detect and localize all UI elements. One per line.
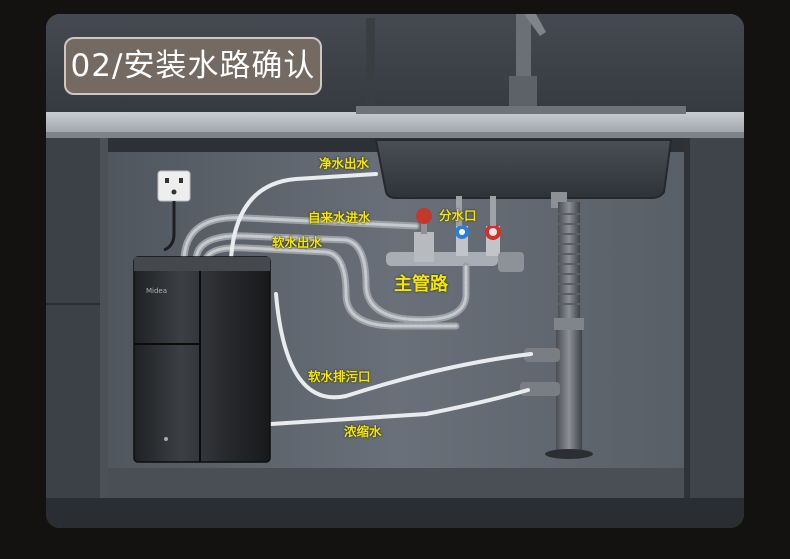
label-tap-water-in: 自来水进水 <box>308 210 371 225</box>
cabinet-right-panel <box>686 138 744 528</box>
power-socket-icon <box>157 170 191 202</box>
angle-valve-group <box>386 196 524 272</box>
drain-pipe <box>520 192 593 459</box>
braided-hoses <box>180 172 533 426</box>
cabinet-illustration <box>46 14 744 528</box>
installation-photo: 02/安装水路确认 Midea 净水出水 自来水进水 分水口 软水出水 主管路 … <box>46 14 744 528</box>
page-title: 02/安装水路确认 <box>64 37 322 95</box>
sink-bowl <box>374 139 673 199</box>
water-softener-unit <box>133 256 271 463</box>
label-pure-water-out: 净水出水 <box>319 156 370 171</box>
label-soft-water-drain: 软水排污口 <box>308 369 371 384</box>
cabinet-left-door <box>46 138 106 528</box>
brand-logo: Midea <box>146 287 168 295</box>
label-split-outlet: 分水口 <box>439 208 477 223</box>
cabinet-floor <box>108 468 684 498</box>
label-main-pipe: 主管路 <box>394 274 448 295</box>
label-soft-water-out: 软水出水 <box>272 235 323 250</box>
label-concentrate-water: 浓缩水 <box>344 424 382 439</box>
countertop <box>46 112 744 134</box>
